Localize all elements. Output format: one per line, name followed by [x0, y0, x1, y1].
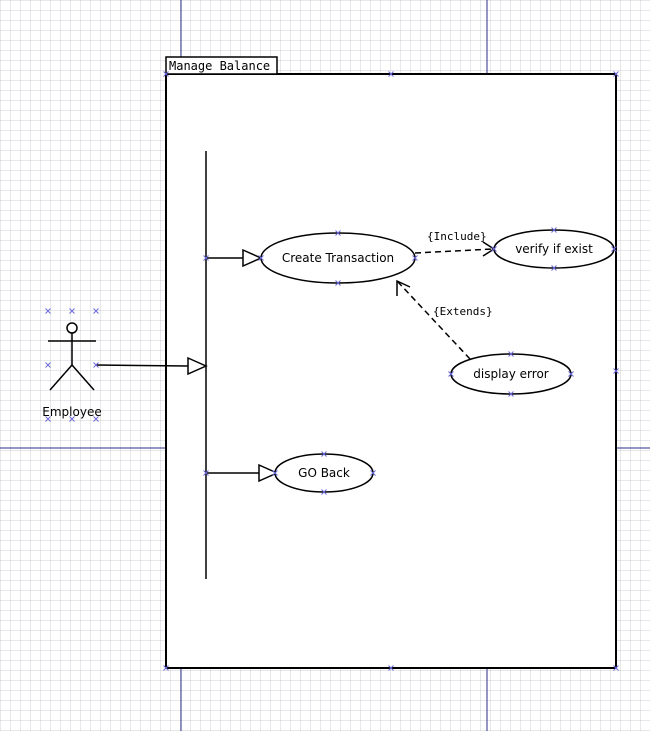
selection-handle-marker	[508, 391, 514, 397]
use-case-go-back-label: GO Back	[298, 466, 350, 480]
use-case-display-error-label: display error	[473, 367, 549, 381]
selection-handle-marker	[163, 71, 169, 77]
fork-to-create-transaction-arrowhead	[242, 248, 263, 268]
selection-handle-marker	[613, 71, 619, 77]
selection-handle-marker	[370, 470, 376, 476]
selection-handle-marker	[203, 470, 209, 476]
selection-handle-marker	[335, 230, 341, 236]
use-case-display-error[interactable]: display error	[450, 353, 572, 395]
include-dashed-line[interactable]	[414, 248, 494, 254]
actor-association-line[interactable]	[95, 364, 189, 367]
extends-open-arrowhead	[396, 279, 411, 296]
selection-handle-marker	[45, 416, 51, 422]
selection-handle-marker	[551, 265, 557, 271]
actor-left-leg	[49, 364, 73, 391]
selection-handle-marker	[258, 255, 264, 261]
extends-relationship[interactable]: {Extends}	[396, 279, 493, 360]
system-boundary-title: Manage Balance	[169, 59, 270, 73]
selection-handle-marker	[388, 665, 394, 671]
selection-handle-marker	[448, 371, 454, 377]
actor-employee[interactable]: Employee	[42, 322, 102, 419]
selection-handle-marker	[45, 308, 51, 314]
selection-handle-marker	[93, 362, 99, 368]
use-case-create-transaction-label: Create Transaction	[282, 251, 394, 265]
include-label: {Include}	[427, 230, 487, 243]
system-boundary-tab[interactable]	[165, 56, 278, 75]
selection-handle-marker	[69, 416, 75, 422]
selection-handle-marker	[272, 470, 278, 476]
selection-handle-marker	[93, 416, 99, 422]
use-case-create-transaction[interactable]: Create Transaction	[260, 232, 416, 284]
selection-handle-marker	[45, 362, 51, 368]
extends-label: {Extends}	[433, 305, 493, 318]
selection-handle-marker	[93, 308, 99, 314]
selection-handle-marker	[321, 489, 327, 495]
selection-handle-marker	[551, 227, 557, 233]
selection-handle-marker	[69, 308, 75, 314]
selection-handles	[45, 71, 619, 671]
selection-handle-marker	[491, 246, 497, 252]
actor-right-leg	[71, 364, 95, 391]
selection-handle-marker	[613, 665, 619, 671]
extends-dashed-line[interactable]	[397, 281, 471, 360]
use-case-go-back[interactable]: GO Back	[274, 453, 374, 493]
selection-handle-marker	[568, 371, 574, 377]
selection-handle-marker	[203, 255, 209, 261]
selection-handle-marker	[611, 246, 617, 252]
actor-association-arrowhead	[187, 356, 208, 376]
selection-handle-marker	[412, 255, 418, 261]
selection-handle-marker	[508, 351, 514, 357]
use-case-verify-if-exist-label: verify if exist	[515, 242, 593, 256]
selection-handle-marker	[388, 71, 394, 77]
selection-handle-marker	[335, 280, 341, 286]
actor-label: Employee	[42, 405, 101, 419]
fork-to-go-back-arrowhead	[258, 463, 279, 483]
actor-head	[66, 322, 78, 334]
selection-handle-marker	[321, 451, 327, 457]
use-case-verify-if-exist[interactable]: verify if exist	[493, 229, 615, 269]
selection-handle-marker	[163, 665, 169, 671]
selection-handle-marker	[613, 368, 619, 374]
